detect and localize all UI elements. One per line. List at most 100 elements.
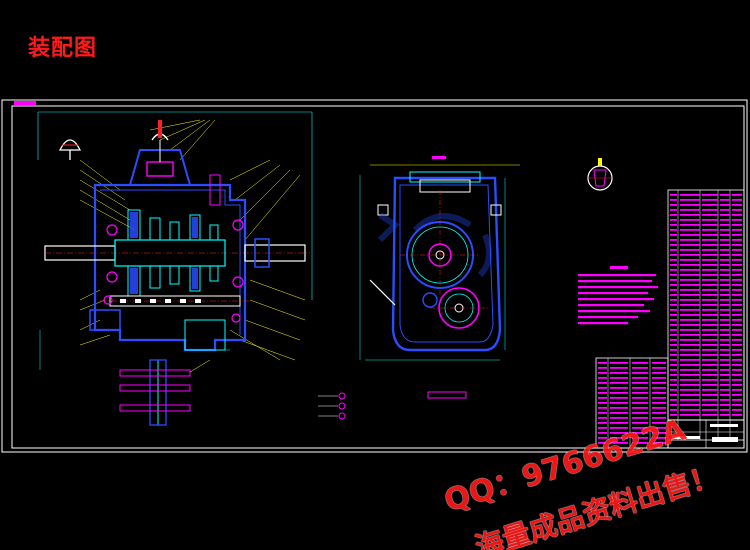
table-row-mark	[680, 379, 700, 381]
table-row-mark	[702, 314, 718, 316]
table-row-mark	[652, 367, 666, 369]
table-row-mark	[632, 422, 648, 424]
table-row-mark	[720, 334, 730, 336]
table-row-mark	[702, 224, 718, 226]
table-row-mark	[670, 404, 677, 406]
table-row-mark	[702, 319, 718, 321]
gear-section-group	[127, 209, 219, 297]
table-row-mark	[702, 404, 718, 406]
table-row-mark	[610, 417, 628, 419]
table-row-mark	[732, 289, 742, 291]
table-row-mark	[720, 309, 730, 311]
partial-detail-view	[119, 359, 211, 426]
table-row-mark	[732, 219, 742, 221]
table-row-mark	[670, 279, 677, 281]
table-row-mark	[652, 407, 666, 409]
table-row-mark	[732, 199, 742, 201]
table-row-mark	[680, 244, 700, 246]
table-row-mark	[670, 229, 677, 231]
table-row-mark	[598, 407, 607, 409]
table-row-mark	[652, 377, 666, 379]
table-row-mark	[702, 379, 718, 381]
table-row-mark	[732, 269, 742, 271]
table-row-mark	[610, 427, 628, 429]
table-row-mark	[670, 219, 677, 221]
table-row-mark	[702, 254, 718, 256]
table-row-mark	[598, 437, 607, 439]
table-row-mark	[610, 402, 628, 404]
table-row-mark	[610, 372, 628, 374]
table-row-mark	[670, 364, 677, 366]
table-row-mark	[702, 384, 718, 386]
table-row-mark	[720, 239, 730, 241]
table-row-mark	[670, 194, 677, 196]
table-row-mark	[652, 387, 666, 389]
table-row-mark	[670, 204, 677, 206]
table-row-mark	[702, 339, 718, 341]
table-row-mark	[702, 264, 718, 266]
table-row-mark	[680, 194, 700, 196]
table-row-mark	[598, 367, 607, 369]
table-row-mark	[680, 239, 700, 241]
table-row-mark	[610, 432, 628, 434]
table-row-mark	[632, 437, 648, 439]
table-row-mark	[598, 362, 607, 364]
table-row-mark	[702, 354, 718, 356]
table-row-mark	[702, 334, 718, 336]
table-row-mark	[732, 224, 742, 226]
table-row-mark	[720, 374, 730, 376]
symbol-cluster	[318, 392, 346, 420]
table-row-mark	[670, 304, 677, 306]
table-row-mark	[610, 412, 628, 414]
table-row-mark	[720, 319, 730, 321]
table-row-mark	[632, 382, 648, 384]
table-row-mark	[702, 214, 718, 216]
table-row-mark	[732, 399, 742, 401]
table-row-mark	[702, 244, 718, 246]
table-row-mark	[732, 374, 742, 376]
table-row-mark	[732, 384, 742, 386]
table-row-mark	[720, 214, 730, 216]
table-row-mark	[732, 334, 742, 336]
table-row-mark	[610, 422, 628, 424]
side-view-housing	[391, 176, 502, 352]
table-row-mark	[680, 279, 700, 281]
table-row-mark	[670, 299, 677, 301]
table-row-mark	[680, 394, 700, 396]
table-row-mark	[702, 409, 718, 411]
table-row-mark	[680, 349, 700, 351]
table-row-mark	[702, 349, 718, 351]
table-row-mark	[632, 427, 648, 429]
table-row-mark	[680, 334, 700, 336]
table-row-mark	[652, 417, 666, 419]
small-gear	[438, 287, 480, 329]
table-row-mark	[680, 264, 700, 266]
table-row-mark	[720, 404, 730, 406]
table-row-mark	[702, 309, 718, 311]
table-row-mark	[610, 382, 628, 384]
table-row-mark	[632, 362, 648, 364]
table-row-mark	[702, 369, 718, 371]
table-row-mark	[732, 284, 742, 286]
table-row-mark	[702, 284, 718, 286]
table-row-mark	[732, 359, 742, 361]
table-row-mark	[702, 194, 718, 196]
table-row-mark	[702, 219, 718, 221]
table-row-mark	[610, 437, 628, 439]
table-row-mark	[680, 234, 700, 236]
table-row-mark	[670, 389, 677, 391]
drawing-title: 装配图	[28, 36, 98, 61]
table-row-mark	[680, 209, 700, 211]
table-row-mark	[702, 249, 718, 251]
table-row-mark	[702, 364, 718, 366]
table-row-mark	[680, 289, 700, 291]
main-section-view	[37, 111, 313, 370]
table-row-mark	[732, 264, 742, 266]
table-row-mark	[720, 409, 730, 411]
table-row-mark	[720, 289, 730, 291]
table-row-mark	[680, 389, 700, 391]
table-row-mark	[702, 374, 718, 376]
table-row-mark	[720, 314, 730, 316]
table-row-mark	[720, 279, 730, 281]
